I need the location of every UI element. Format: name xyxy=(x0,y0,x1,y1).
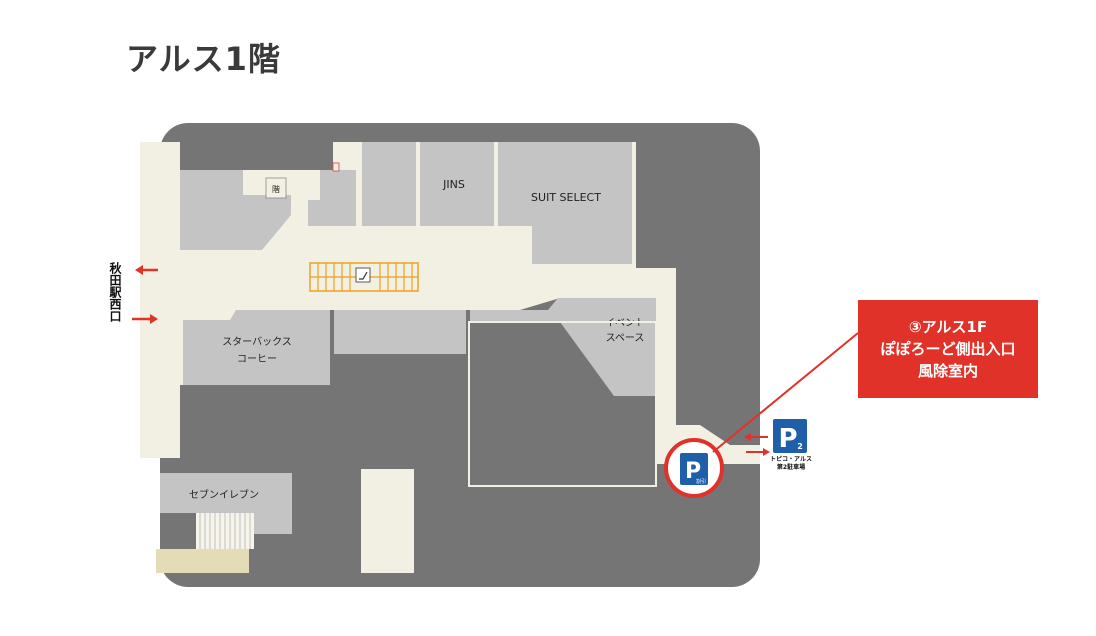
east-exit-arrow-out xyxy=(744,433,768,441)
staircase-steps xyxy=(199,513,251,549)
event-space-label-2: スペース xyxy=(606,333,645,344)
store-col-3 xyxy=(362,142,416,226)
west-exit-arrow-in xyxy=(132,314,158,324)
parking-p-letter: P xyxy=(685,459,701,484)
store-top-left xyxy=(180,170,291,250)
store-small-marker xyxy=(332,162,340,172)
callout-line-1: ③アルス1F xyxy=(908,318,988,336)
parking-p-sub: 割引 xyxy=(696,478,706,485)
staircase-base xyxy=(156,549,249,573)
event-space-border xyxy=(468,321,657,487)
store-small-stair xyxy=(265,177,287,199)
callout-connector xyxy=(712,332,859,453)
store-seven-eleven xyxy=(160,473,292,534)
store-starbucks-label-2: コーヒー xyxy=(237,353,277,365)
page-title: アルス1階 xyxy=(126,40,281,78)
escalator xyxy=(309,262,419,292)
entrance-callout: ③アルス1F ぽぽろーど側出入口 風除室内 xyxy=(858,300,1038,398)
parking-p2-sign xyxy=(773,419,807,453)
parking-p2-number: 2 xyxy=(797,442,803,451)
escalator-icon xyxy=(355,267,371,283)
east-exit-arrow-in xyxy=(746,448,770,456)
store-jins xyxy=(420,142,494,226)
parking-p2-caption-line1: トピコ・アルス xyxy=(770,456,812,463)
store-starbucks-label-1: スターバックス xyxy=(222,336,292,348)
store-lower-mid xyxy=(334,310,466,354)
west-exit-label: 秋田駅西口 xyxy=(108,262,122,322)
store-suit-select xyxy=(498,142,632,264)
main-corridor-lower xyxy=(140,385,180,458)
callout-line-3: 風除室内 xyxy=(917,362,978,380)
west-exit-arrow-out xyxy=(135,265,158,275)
stair-symbol: 階 xyxy=(272,184,280,194)
parking-p2-caption: トピコ・アルス 第2駐車場 xyxy=(760,456,822,472)
parking-p-sign xyxy=(680,453,708,485)
parking-p2-letter: P xyxy=(778,424,797,454)
store-mid-narrow xyxy=(308,170,356,226)
store-dark-topleft xyxy=(180,142,333,170)
store-seven-eleven-label: セブンイレブン xyxy=(189,488,259,501)
lower-mid-corridor xyxy=(361,469,414,573)
callout-line-2: ぽぽろーど側出入口 xyxy=(880,340,1016,358)
store-jins-label: JINS xyxy=(442,178,465,191)
parking-p2-caption-line2: 第2駐車場 xyxy=(776,464,806,471)
store-starbucks xyxy=(183,310,330,385)
store-suit-select-label: SUIT SELECT xyxy=(531,191,601,204)
